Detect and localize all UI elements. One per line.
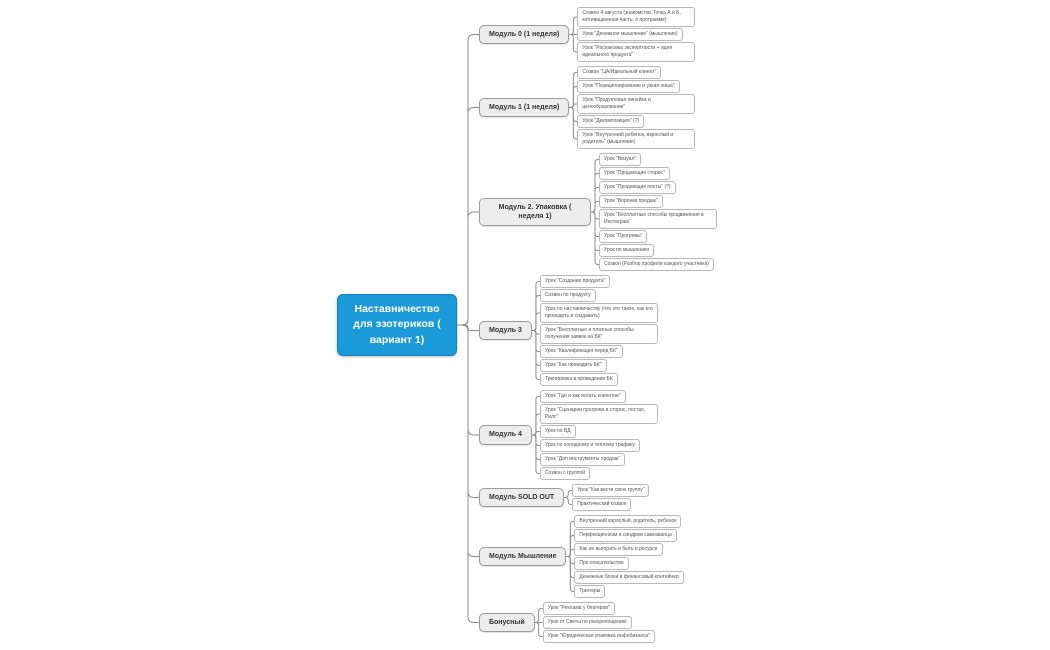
subtopic[interactable]: Урок "Квалификация перед БК" — [539, 345, 623, 358]
branch-row: Бонусный Урок "Реклама у блогеров" Урок … — [479, 602, 717, 643]
subtopic[interactable]: Урок "Сценарии прогрева в сторис, постах… — [539, 404, 658, 424]
subtopic[interactable]: Урок "Декомпозиция" (?) — [577, 115, 645, 128]
subtopic[interactable]: Внутренний взрослый, родитель, ребенок — [574, 515, 682, 528]
subtopic[interactable]: Урок "Продающие сторис" — [599, 167, 670, 180]
subtopic[interactable]: Денежные блоки и финансовый контейнер — [574, 571, 684, 584]
branch-row: Модуль SOLD OUT Урок "Как вести свою гру… — [479, 484, 717, 511]
subtopic[interactable]: Урок "Создание продукта" — [539, 275, 611, 288]
connector — [457, 324, 479, 623]
branch-row: Модуль 2. Упаковка ( неделя 1) Урок "Виз… — [479, 153, 717, 271]
module-topic[interactable]: Модуль Мышление — [479, 546, 567, 567]
subtopic[interactable]: Урок "Распаковка экспертности + идея иде… — [577, 42, 696, 62]
module-topic[interactable]: Модуль 1 (1 неделя) — [479, 97, 570, 118]
subtopic[interactable]: Созвон с группой — [539, 467, 591, 480]
leaf-column: Урок "Реклама у блогеров" Урок от Светы … — [542, 602, 656, 643]
leaf-column: Урок "Визуал" Урок "Продающие сторис" Ур… — [599, 153, 717, 271]
subtopic[interactable]: Урок по наставничеству (что это такое, к… — [539, 303, 658, 323]
subtopic[interactable]: Созвон "ЦА/Идеальный клиент" — [577, 66, 662, 79]
subtopic[interactable]: Урок "Продающие посты" (?) — [599, 181, 676, 194]
subtopic[interactable]: Урок "Юридическая упаковка инфобизнеса" — [542, 630, 656, 643]
leaf-column: Урок "Где и как искать клиентов" Урок "С… — [539, 390, 658, 480]
subtopic[interactable]: Урок по холодному и теплому трафику — [539, 439, 641, 452]
subtopic[interactable]: Триггеры — [574, 585, 606, 598]
subtopic[interactable]: Созвон 4 августа (знакомство,Точка А и Б… — [577, 7, 696, 27]
subtopic[interactable]: Урок "Где и как искать клиентов" — [539, 390, 626, 403]
subtopic[interactable]: Урок "Воронки продаж" — [599, 195, 663, 208]
leaf-column: Созвон "ЦА/Идеальный клиент" Урок "Позиц… — [577, 66, 696, 149]
subtopic[interactable]: Урок от Светы по раскрепощению — [542, 616, 632, 629]
module-topic[interactable]: Модуль 4 — [479, 425, 532, 445]
subtopic[interactable]: Урок по мышлению — [599, 244, 655, 257]
subtopic[interactable]: Урок "Продуктовая линейка и ценообразова… — [577, 94, 696, 114]
branch-row: Модуль 4 Урок "Где и как искать клиентов… — [479, 390, 717, 480]
subtopic[interactable]: Как не выгорать и быть в ресурсе — [574, 543, 663, 556]
subtopic[interactable]: Урок "Денежное мышление" (мышление) — [577, 28, 683, 41]
module-topic[interactable]: Модуль SOLD OUT — [479, 487, 565, 508]
connector — [569, 107, 578, 140]
subtopic[interactable]: Про спасательство — [574, 557, 629, 570]
subtopic[interactable]: Тренировка в проведении БК — [539, 373, 618, 386]
central-topic[interactable]: Наставничество для эзотериков ( вариант … — [337, 294, 457, 356]
subtopic[interactable]: Созвон (Разбор профиля каждого участника… — [599, 258, 714, 271]
subtopic[interactable]: Урок "Бесплатные способы продвижения в И… — [599, 209, 717, 229]
subtopic[interactable]: Урок "Как вести свою группу" — [572, 484, 650, 497]
connector — [531, 434, 540, 474]
branch-row: Модуль Мышление Внутренний взрослый, род… — [479, 515, 717, 598]
branch-row: Модуль 3 Урок "Создание продукта" Созвон… — [479, 275, 717, 386]
module-topic[interactable]: Модуль 0 (1 неделя) — [479, 24, 570, 45]
leaf-column: Урок "Создание продукта" Созвон по проду… — [539, 275, 658, 386]
connector — [566, 556, 575, 592]
subtopic[interactable]: Перфекционизм и синдром самозванца — [574, 529, 677, 542]
subtopic[interactable]: Урок "Доп инструменты продаж" — [539, 453, 625, 466]
leaf-column: Внутренний взрослый, родитель, ребенок П… — [574, 515, 684, 598]
module-topic[interactable]: Бонусный — [479, 612, 535, 633]
connector — [534, 622, 543, 637]
subtopic[interactable]: Урок "Визуал" — [599, 153, 642, 166]
subtopic[interactable]: Урок "Как проводить БК" — [539, 359, 607, 372]
connector — [564, 497, 573, 505]
module-topic[interactable]: Модуль 2. Упаковка ( неделя 1) — [479, 197, 591, 227]
branches-column: Модуль 0 (1 неделя) Созвон 4 августа (зн… — [479, 0, 717, 650]
connector — [531, 330, 540, 380]
subtopic[interactable]: Урок "Прогревы" — [599, 230, 648, 243]
subtopic[interactable]: Урок "Бесплатные и платные способы получ… — [539, 324, 658, 344]
branch-row: Модуль 1 (1 неделя) Созвон "ЦА/Идеальный… — [479, 66, 717, 149]
module-topic[interactable]: Модуль 3 — [479, 320, 532, 341]
branch-row: Модуль 0 (1 неделя) Созвон 4 августа (зн… — [479, 7, 717, 62]
subtopic[interactable]: Урок "Позиционирование и узкая ниша" — [577, 80, 680, 93]
subtopic[interactable]: Урок "Внутренний ребенок, взрослый и род… — [577, 129, 696, 149]
connector — [591, 211, 599, 265]
connector — [569, 34, 578, 53]
subtopic[interactable]: Урок "Реклама у блогеров" — [542, 602, 615, 615]
connector — [457, 324, 479, 331]
leaf-column: Созвон 4 августа (знакомство,Точка А и Б… — [577, 7, 696, 62]
subtopic[interactable]: Практический созвон — [572, 498, 632, 511]
leaf-column: Урок "Как вести свою группу" Практически… — [572, 484, 650, 511]
subtopic[interactable]: Урок по ВД — [539, 425, 576, 438]
subtopic[interactable]: Созвон по продукту — [539, 289, 596, 302]
